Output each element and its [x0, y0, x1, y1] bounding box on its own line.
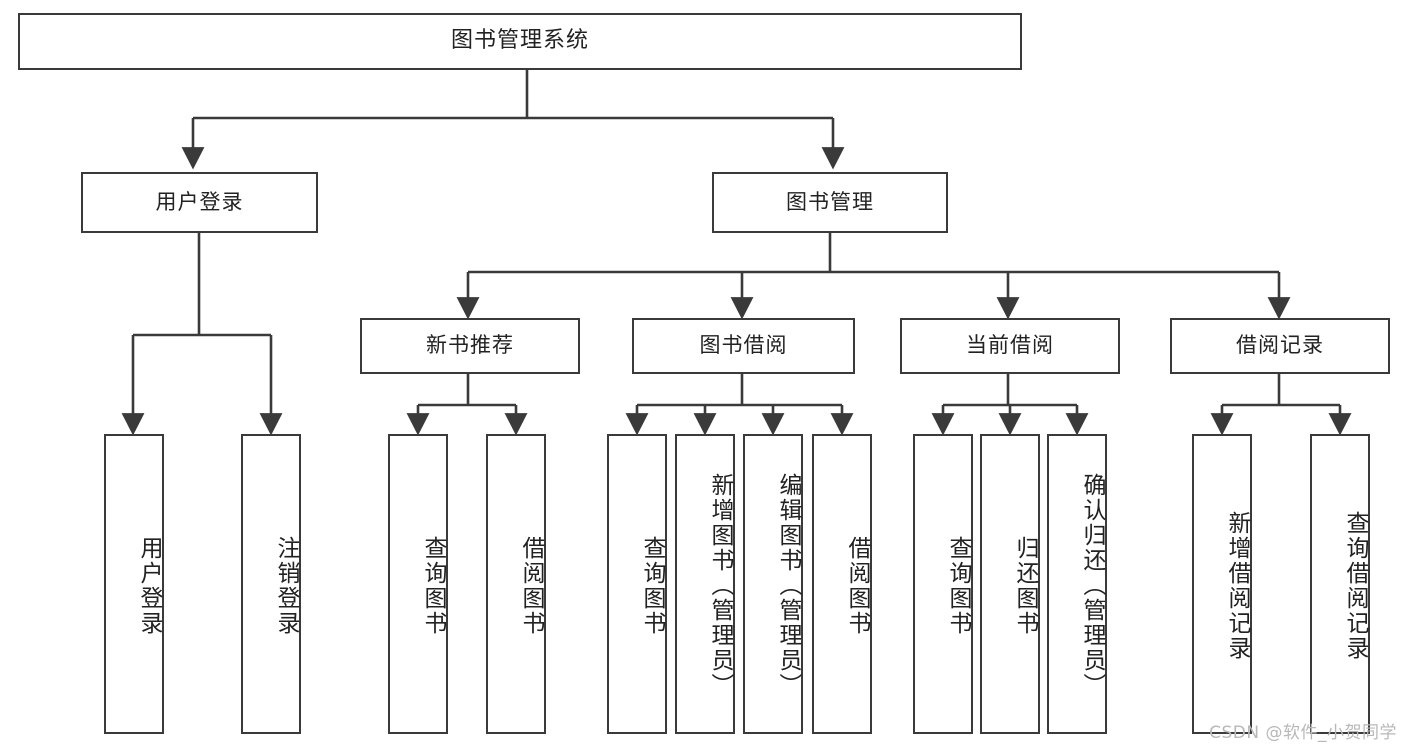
node-root-system[interactable]: 图书管理系统 — [18, 13, 1022, 70]
node-leaf-edit-book[interactable]: 编辑图书（管理员） — [743, 434, 803, 734]
node-leaf-borrow-book-2-label: 借阅图书 — [844, 536, 870, 636]
node-leaf-query-book-1[interactable]: 查询图书 — [388, 434, 448, 734]
node-leaf-query-book-3-label: 查询图书 — [945, 536, 971, 636]
csdn-watermark: CSDN @软件_小贺同学 — [1209, 723, 1397, 743]
node-leaf-add-book[interactable]: 新增图书（管理员） — [675, 434, 735, 734]
node-leaf-query-book-2[interactable]: 查询图书 — [607, 434, 667, 734]
node-user-login[interactable]: 用户登录 — [81, 172, 318, 233]
node-leaf-borrow-book-2[interactable]: 借阅图书 — [812, 434, 872, 734]
node-borrow-record[interactable]: 借阅记录 — [1170, 318, 1390, 374]
node-current-borrow[interactable]: 当前借阅 — [900, 318, 1120, 374]
node-leaf-add-book-label: 新增图书（管理员） — [707, 472, 733, 698]
node-leaf-return-book-label: 归还图书 — [1012, 536, 1038, 636]
node-leaf-query-record-label: 查询借阅记录 — [1342, 511, 1368, 661]
node-leaf-confirm-return-label: 确认归还（管理员） — [1079, 472, 1105, 698]
node-leaf-query-book-3[interactable]: 查询图书 — [913, 434, 973, 734]
node-leaf-edit-book-label: 编辑图书（管理员） — [775, 472, 801, 698]
node-leaf-user-login[interactable]: 用户登录 — [104, 434, 164, 734]
node-leaf-query-record[interactable]: 查询借阅记录 — [1310, 434, 1370, 734]
node-new-book-recommend-label: 新书推荐 — [426, 333, 514, 358]
node-root-label: 图书管理系统 — [450, 28, 589, 54]
node-leaf-user-login-label: 用户登录 — [136, 536, 162, 636]
node-leaf-user-logout[interactable]: 注销登录 — [241, 434, 301, 734]
node-book-management[interactable]: 图书管理 — [712, 172, 948, 233]
node-leaf-add-record[interactable]: 新增借阅记录 — [1192, 434, 1252, 734]
node-user-login-label: 用户登录 — [155, 189, 244, 214]
node-leaf-user-logout-label: 注销登录 — [273, 536, 299, 636]
node-new-book-recommend[interactable]: 新书推荐 — [360, 318, 580, 374]
node-leaf-query-book-2-label: 查询图书 — [639, 536, 665, 636]
node-book-borrow-label: 图书借阅 — [699, 333, 788, 358]
node-leaf-borrow-book-1-label: 借阅图书 — [518, 536, 544, 636]
node-leaf-confirm-return[interactable]: 确认归还（管理员） — [1047, 434, 1107, 734]
node-leaf-add-record-label: 新增借阅记录 — [1224, 511, 1250, 661]
node-book-borrow[interactable]: 图书借阅 — [632, 318, 855, 374]
node-leaf-query-book-1-label: 查询图书 — [420, 536, 446, 636]
node-leaf-return-book[interactable]: 归还图书 — [980, 434, 1040, 734]
node-book-management-label: 图书管理 — [786, 189, 874, 214]
node-borrow-record-label: 借阅记录 — [1236, 333, 1324, 358]
node-leaf-borrow-book-1[interactable]: 借阅图书 — [486, 434, 546, 734]
node-current-borrow-label: 当前借阅 — [966, 333, 1054, 358]
